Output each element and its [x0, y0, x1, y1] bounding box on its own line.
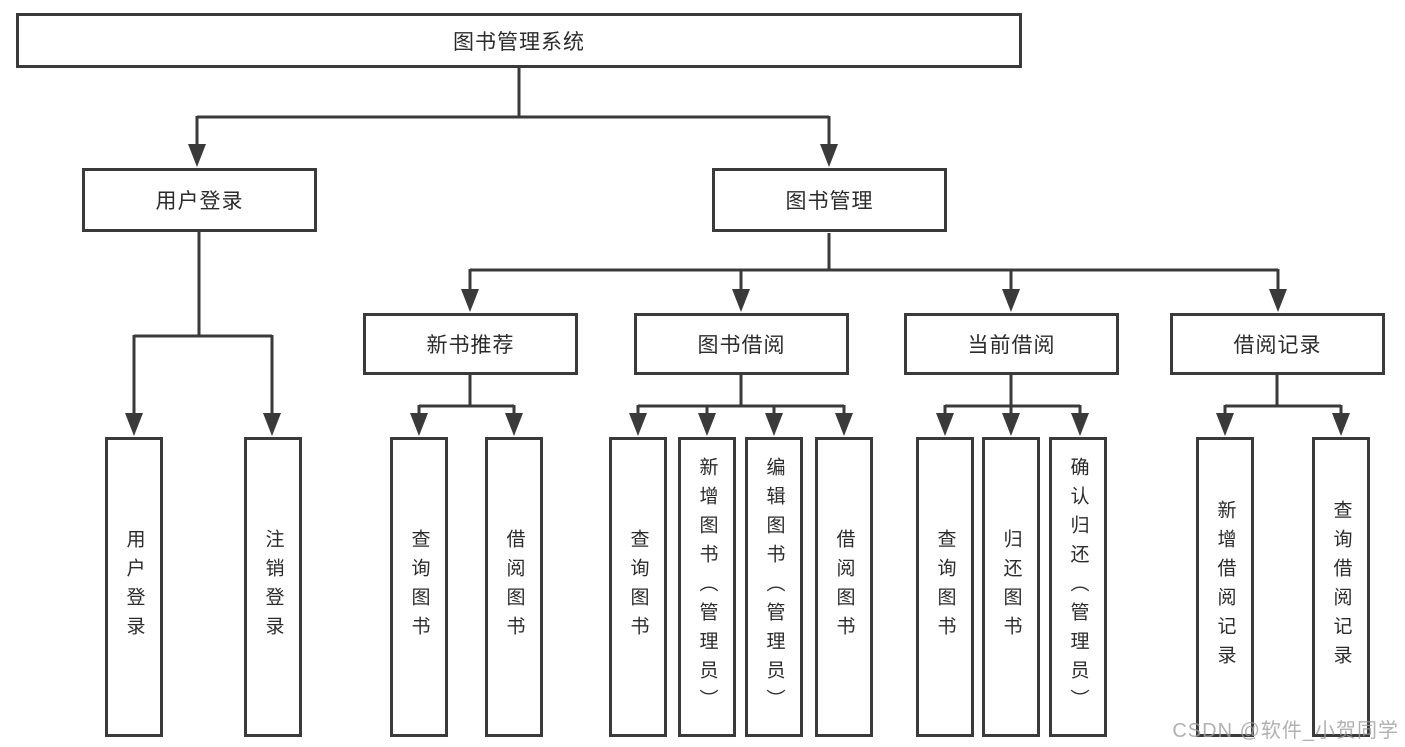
leaf-user-login: 用户登录 — [105, 437, 163, 737]
node-user-login: 用户登录 — [82, 168, 317, 232]
leaf-borrow-borrow-books: 借阅图书 — [815, 437, 873, 737]
leaf-logout: 注销登录 — [244, 437, 302, 737]
leaf-records-query-record-label: 查询借阅记录 — [1330, 500, 1352, 674]
leaf-current-return-books: 归还图书 — [982, 437, 1040, 737]
leaf-current-query-books-label: 查询图书 — [934, 529, 956, 645]
leaf-borrow-add-books-admin: 新增图书（管理员） — [678, 437, 736, 737]
node-root-label: 图书管理系统 — [453, 30, 585, 54]
leaf-records-add-record-label: 新增借阅记录 — [1214, 500, 1236, 674]
leaf-user-login-label: 用户登录 — [123, 529, 145, 645]
node-book-management-label: 图书管理 — [785, 190, 874, 213]
leaf-current-query-books: 查询图书 — [916, 437, 974, 737]
node-current-borrow-label: 当前借阅 — [967, 334, 1056, 357]
leaf-logout-label: 注销登录 — [262, 529, 284, 645]
node-root: 图书管理系统 — [16, 13, 1022, 68]
node-current-borrow: 当前借阅 — [904, 313, 1119, 375]
leaf-current-confirm-return-admin: 确认归还（管理员） — [1049, 437, 1107, 737]
node-book-borrow-label: 图书借阅 — [697, 334, 786, 357]
leaf-newbook-query-books-label: 查询图书 — [408, 529, 430, 645]
leaf-current-confirm-return-admin-label: 确认归还（管理员） — [1067, 456, 1089, 718]
leaf-borrow-borrow-books-label: 借阅图书 — [833, 529, 855, 645]
leaf-borrow-edit-books-admin-label: 编辑图书（管理员） — [763, 456, 785, 718]
node-borrow-records: 借阅记录 — [1170, 313, 1385, 375]
leaf-borrow-query-books: 查询图书 — [609, 437, 667, 737]
csdn-watermark: CSDN @软件_小贺同学 — [1172, 720, 1399, 742]
node-new-book-recommend: 新书推荐 — [363, 313, 578, 375]
node-book-management: 图书管理 — [712, 168, 947, 232]
leaf-borrow-edit-books-admin: 编辑图书（管理员） — [745, 437, 803, 737]
leaf-borrow-add-books-admin-label: 新增图书（管理员） — [696, 456, 718, 718]
node-user-login-label: 用户登录 — [155, 190, 244, 213]
leaf-newbook-query-books: 查询图书 — [390, 437, 448, 737]
node-new-book-recommend-label: 新书推荐 — [426, 334, 515, 357]
leaf-newbook-borrow-books: 借阅图书 — [485, 437, 543, 737]
leaf-records-add-record: 新增借阅记录 — [1196, 437, 1254, 737]
leaf-borrow-query-books-label: 查询图书 — [627, 529, 649, 645]
node-borrow-records-label: 借阅记录 — [1233, 334, 1322, 357]
node-book-borrow: 图书借阅 — [634, 313, 849, 375]
leaf-records-query-record: 查询借阅记录 — [1312, 437, 1370, 737]
arrowhead-icons — [125, 144, 1350, 436]
leaf-newbook-borrow-books-label: 借阅图书 — [503, 529, 525, 645]
leaf-current-return-books-label: 归还图书 — [1000, 529, 1022, 645]
